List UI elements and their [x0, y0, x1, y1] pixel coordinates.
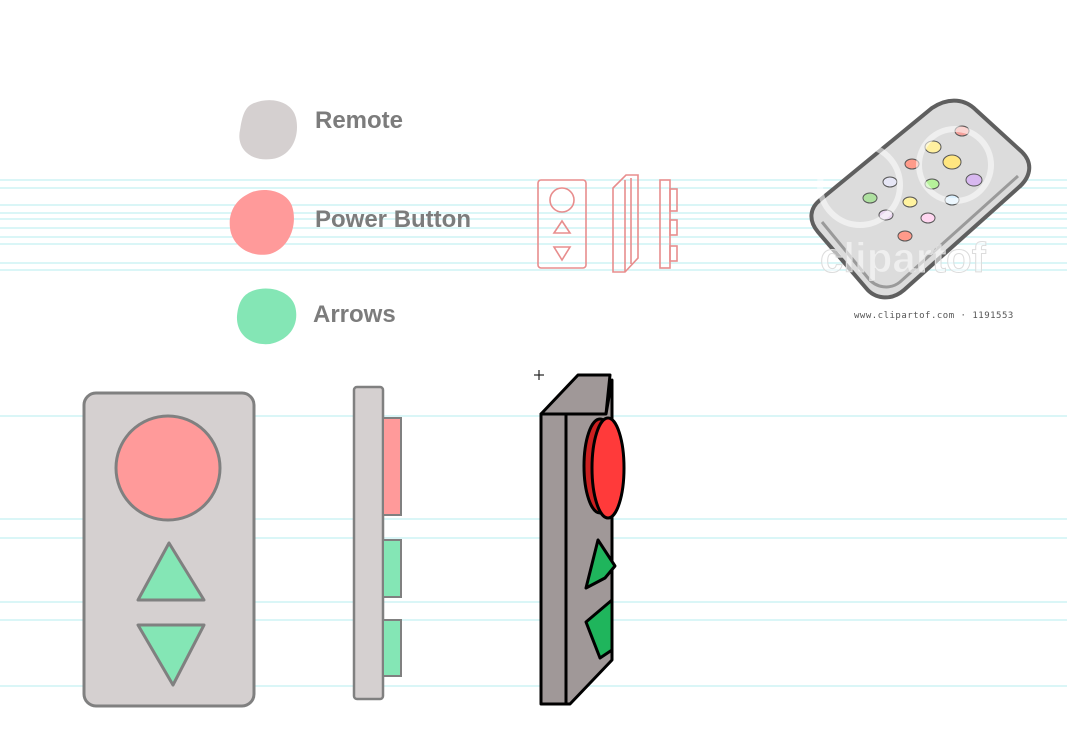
legend-swatch-remote	[239, 100, 297, 160]
legend-label-power-button: Power Button	[315, 206, 471, 233]
front-power-button	[114, 414, 222, 522]
remote-isometric-view	[539, 373, 626, 706]
front-down-arrow	[136, 623, 206, 687]
clipart-remote-icon	[809, 98, 1032, 300]
remote-perspective-sketch-icon	[612, 174, 639, 273]
front-up-arrow	[136, 541, 206, 602]
iso-power-button	[590, 416, 626, 520]
watermark-logo: clipartof	[820, 234, 987, 281]
remote-side-view	[352, 385, 402, 701]
legend-swatch-arrows	[236, 288, 297, 345]
legend-swatch-power-button	[229, 190, 294, 255]
remote-front-view	[82, 391, 256, 708]
side-up-arrow	[382, 539, 402, 598]
side-power-button	[382, 417, 402, 516]
remote-front-sketch-icon	[537, 179, 587, 269]
watermark-caption: www.clipartof.com · 1191553	[854, 311, 1014, 321]
legend-label-remote: Remote	[315, 107, 404, 134]
legend-label-arrows: Arrows	[313, 301, 396, 328]
side-down-arrow	[382, 619, 402, 677]
cursor-crosshair-icon	[534, 370, 544, 380]
iso-up-arrow	[584, 538, 617, 590]
iso-down-arrow	[584, 598, 614, 660]
remote-side-sketch-icon	[659, 179, 678, 269]
